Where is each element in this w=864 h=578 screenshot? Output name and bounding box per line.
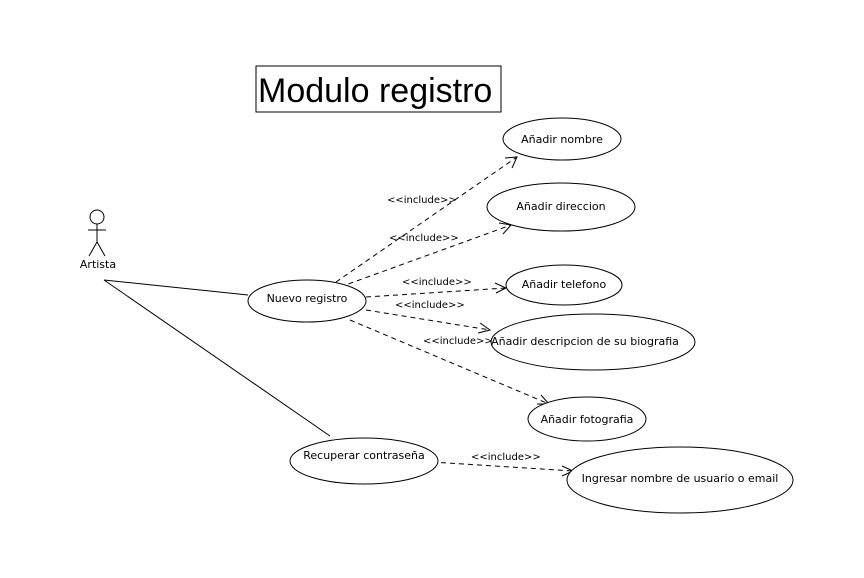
use-case-shape <box>486 182 636 232</box>
use-case-label: Añadir fotografia <box>541 413 634 426</box>
use-case-label: Recuperar contraseña <box>303 449 425 462</box>
actor-label: Artista <box>80 258 116 271</box>
use-case-anadir-direccion[interactable]: Añadir direccion <box>486 182 636 232</box>
actor-artista[interactable]: Artista <box>80 209 116 271</box>
association-recuperar-contrasena <box>103 279 331 437</box>
diagram-title: Modulo registro <box>255 65 502 113</box>
use-case-anadir-biografia[interactable]: Añadir descripcion de su biografia <box>490 313 696 371</box>
use-case-label: Ingresar nombre de usuario o email <box>582 472 779 485</box>
actor-head <box>89 209 105 225</box>
use-case-shape <box>566 446 794 514</box>
use-case-shape <box>505 264 623 306</box>
include-label: <<include>> <box>395 300 465 311</box>
use-case-shape <box>490 313 696 371</box>
include-label: <<include>> <box>423 336 493 347</box>
title-text: Modulo registro <box>258 72 492 110</box>
use-case-label: Nuevo registro <box>267 292 348 305</box>
use-case-shape <box>289 437 439 485</box>
include-label: <<include>> <box>402 277 472 288</box>
dependency-line <box>431 461 574 472</box>
include-nombre: <<include>> <box>335 156 518 283</box>
use-case-anadir-fotografia[interactable]: Añadir fotografia <box>527 396 647 442</box>
use-case-label: Añadir nombre <box>521 133 603 146</box>
use-case-recuperar-contrasena[interactable]: Recuperar contraseña <box>289 437 439 485</box>
use-case-ingresar-usuario[interactable]: Ingresar nombre de usuario o email <box>566 446 794 514</box>
actor-right-leg <box>96 241 106 257</box>
dependency-line <box>339 224 512 288</box>
use-case-anadir-telefono[interactable]: Añadir telefono <box>505 264 623 306</box>
include-telefono: <<include>> <box>365 277 508 298</box>
dependency-line <box>365 309 491 331</box>
arrowhead <box>477 322 492 334</box>
include-label: <<include>> <box>471 452 541 463</box>
use-case-anadir-nombre[interactable]: Añadir nombre <box>502 117 622 161</box>
arrowhead <box>494 282 508 294</box>
association-nuevo-registro <box>103 279 249 296</box>
include-label: <<include>> <box>389 233 459 244</box>
include-ingresar-usuario: <<include>> <box>431 452 575 477</box>
use-case-nuevo-registro[interactable]: Nuevo registro <box>247 279 367 323</box>
use-case-label: Añadir descripcion de su biografia <box>491 335 679 348</box>
include-label: <<include>> <box>387 195 457 206</box>
include-biografia: <<include>> <box>365 300 492 334</box>
use-case-shape <box>527 396 647 442</box>
use-case-shape <box>502 117 622 161</box>
arrowhead <box>504 156 518 169</box>
dependency-line <box>365 287 507 298</box>
use-case-label: Añadir telefono <box>522 278 607 291</box>
actor-left-leg <box>88 241 98 257</box>
dependency-line <box>349 319 550 405</box>
use-case-label: Añadir direccion <box>516 200 605 213</box>
title-frame <box>255 65 502 113</box>
use-case-shape <box>247 279 367 323</box>
dependency-line <box>335 156 518 283</box>
